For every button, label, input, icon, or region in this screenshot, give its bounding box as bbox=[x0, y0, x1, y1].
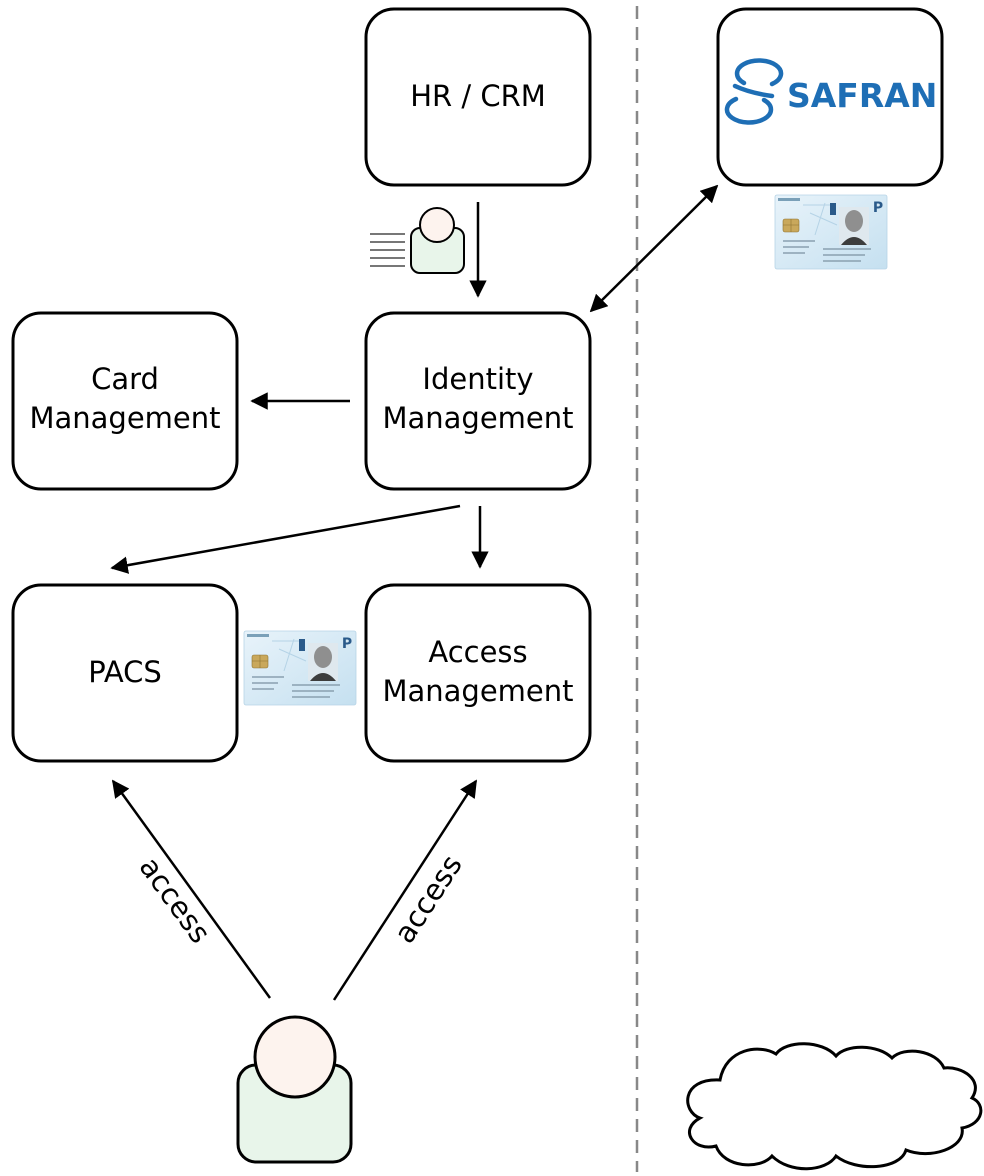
pacs-node[interactable]: PACS bbox=[11, 583, 239, 763]
card-management-node[interactable]: Card Management bbox=[11, 311, 239, 491]
access-management-label-line1: Access bbox=[428, 635, 527, 669]
hr-crm-node[interactable]: HR / CRM bbox=[364, 7, 592, 187]
arrow-user-to-access-management bbox=[332, 779, 478, 1001]
safran-logo: SAFRAN bbox=[724, 58, 937, 125]
arrow-safran-identity bbox=[589, 184, 719, 313]
cloud-icon bbox=[686, 1042, 983, 1171]
identity-management-node[interactable]: Identity Management bbox=[364, 311, 592, 491]
card-management-label-line2: Management bbox=[29, 401, 220, 435]
hr-crm-label: HR / CRM bbox=[410, 79, 546, 113]
identity-management-label-line1: Identity bbox=[422, 362, 533, 396]
id-card-icon-safran bbox=[774, 194, 888, 270]
pacs-label: PACS bbox=[88, 655, 162, 689]
access-management-label-line2: Management bbox=[382, 674, 573, 708]
safran-node[interactable]: SAFRAN bbox=[716, 7, 944, 187]
user-icon bbox=[236, 1015, 353, 1164]
person-with-document-icon bbox=[370, 207, 465, 274]
card-management-label-line1: Card bbox=[91, 362, 159, 396]
arrow-user-to-pacs bbox=[111, 779, 272, 999]
arrow-identity-to-pacs bbox=[110, 504, 461, 574]
id-card-icon-pacs bbox=[243, 630, 357, 706]
safran-logo-text: SAFRAN bbox=[787, 76, 937, 115]
identity-management-label-line2: Management bbox=[382, 401, 573, 435]
access-management-node[interactable]: Access Management bbox=[364, 583, 592, 763]
